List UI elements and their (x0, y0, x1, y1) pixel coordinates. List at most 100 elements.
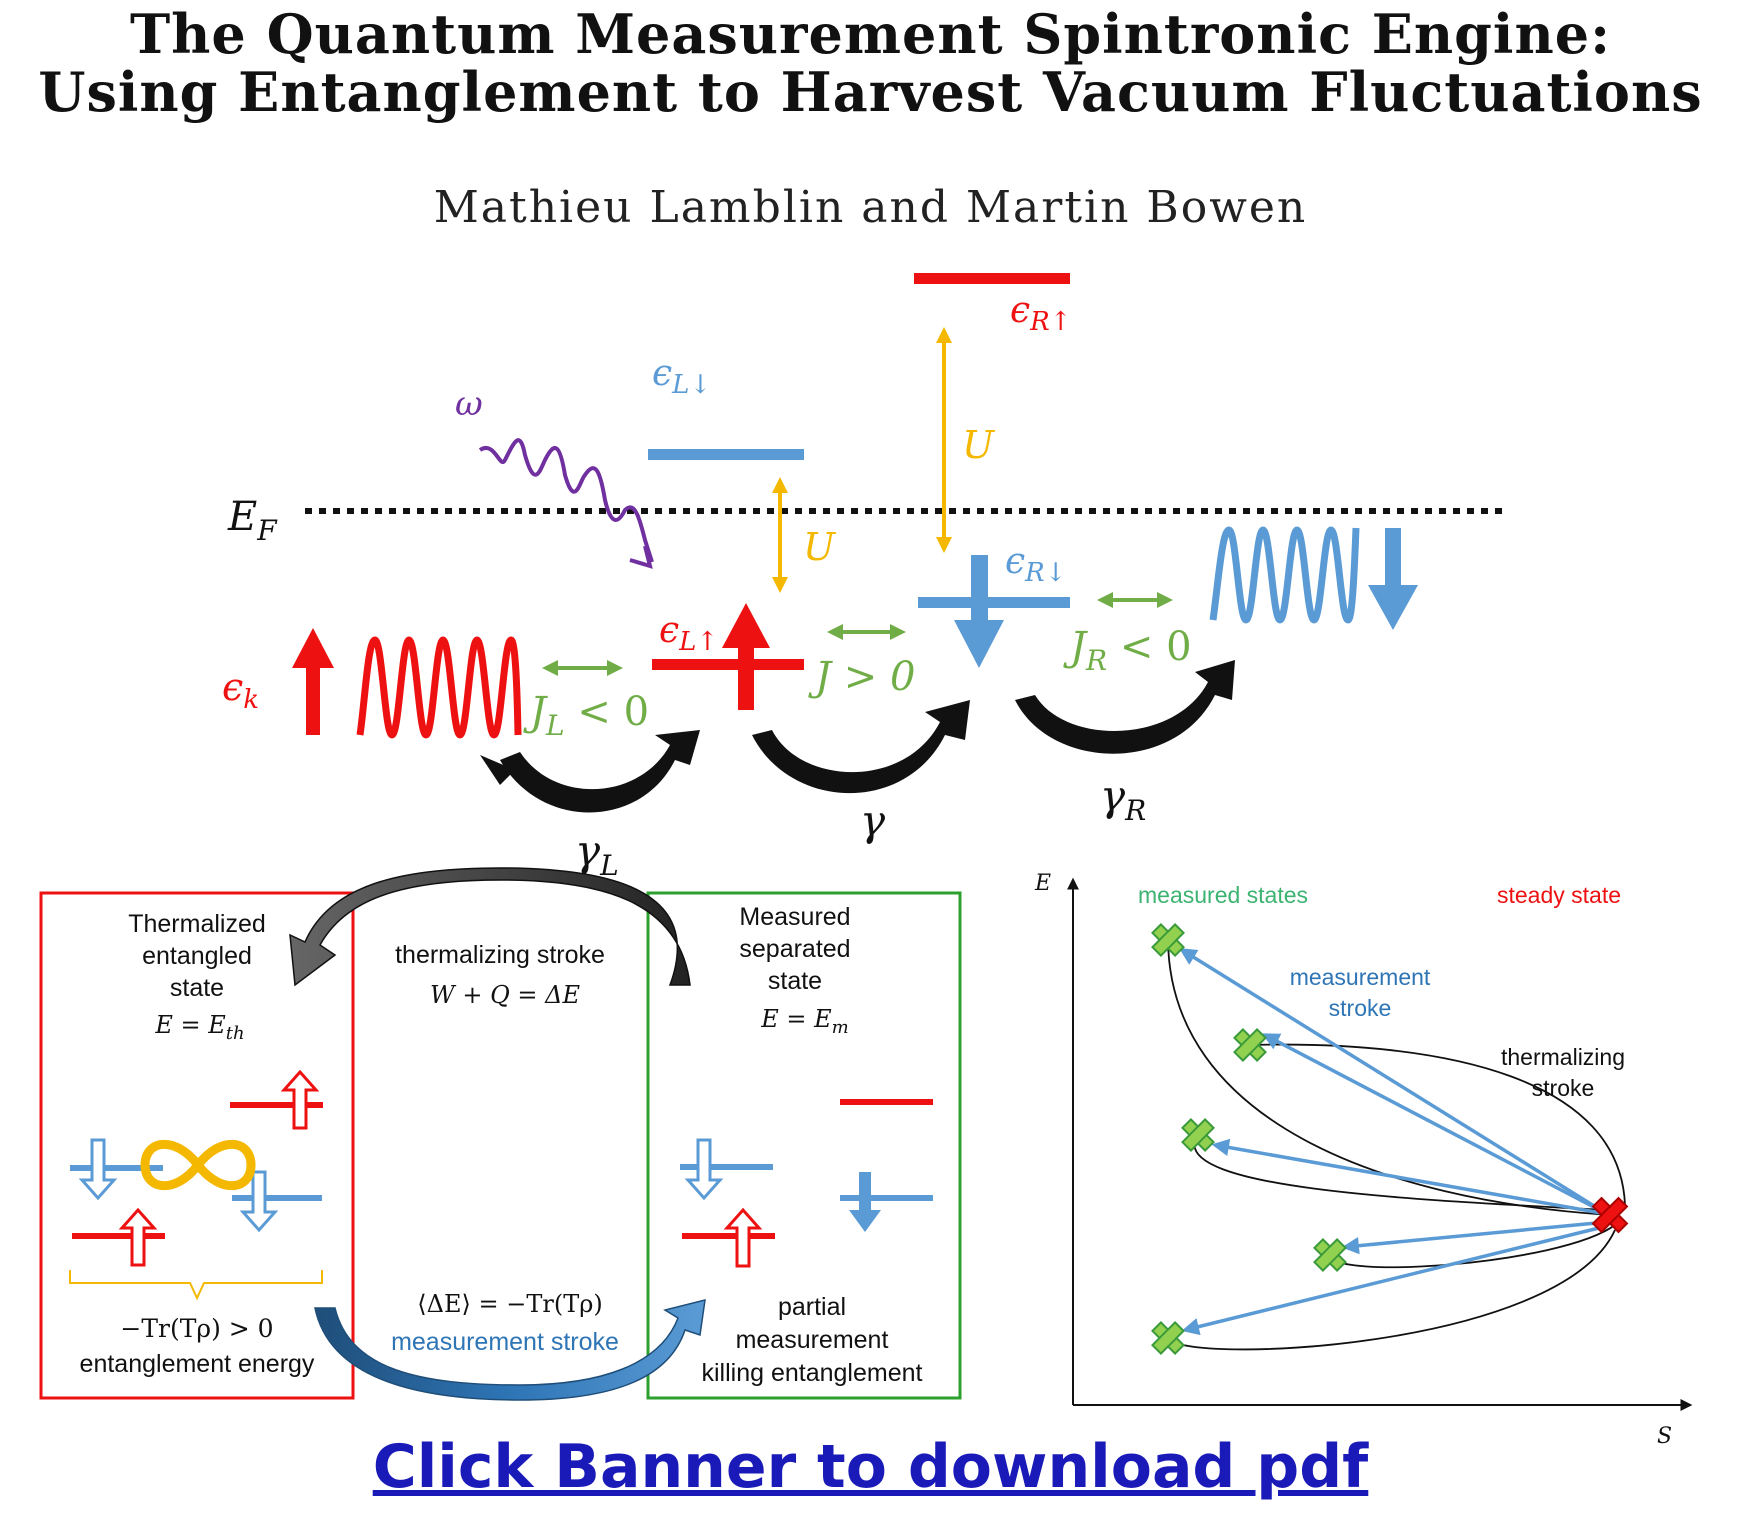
left-box-line2: entangled (142, 942, 252, 970)
eps-R-up-level (914, 273, 1070, 284)
measurement-stroke-plot-label-1: measurement (1290, 964, 1431, 990)
legend-measured-states: measured states (1138, 882, 1308, 908)
legend-steady-state: steady state (1497, 882, 1621, 908)
right-red-level-top (840, 1099, 933, 1105)
left-box-line3: state (170, 974, 224, 1002)
J-R-label: JR < 0 (1063, 624, 1192, 677)
measured-state-marker-2 (1233, 1028, 1267, 1062)
right-red-level-bottom (682, 1233, 775, 1239)
measured-state-marker-5 (1151, 1321, 1185, 1355)
J-L-label: JL < 0 (523, 689, 649, 742)
left-box-energy: E = Eth (154, 1011, 244, 1044)
thermalizing-curve-3 (1193, 1139, 1606, 1211)
entanglement-brace (69, 1270, 323, 1301)
blue-spin-down-arrow (1368, 528, 1418, 630)
thermalizing-stroke-arrow (289, 867, 691, 987)
download-pdf-link[interactable]: Click Banner to download pdf (372, 1432, 1369, 1502)
eps-L-up-level (652, 659, 804, 670)
steady-state-marker (1591, 1196, 1629, 1234)
measurement-arrow-3 (1211, 1138, 1608, 1216)
U-left-label: U (803, 525, 837, 569)
gamma-L-tail (480, 755, 515, 785)
gamma-label: γ (860, 796, 886, 845)
right-box-line1: Measured (739, 903, 850, 931)
right-blue-level-2 (840, 1195, 933, 1201)
paper-authors: Mathieu Lamblin and Martin Bowen (433, 182, 1308, 233)
thermalizing-curve-5 (1167, 1229, 1616, 1351)
right-box-energy: E = Em (760, 1005, 848, 1038)
download-banner: Click Banner to download pdf (0, 1432, 1741, 1502)
gamma-L-label: γL (575, 826, 619, 882)
left-red-level-bottom (72, 1233, 165, 1239)
right-box-bottom3: killing entanglement (702, 1359, 923, 1387)
thermalizing-curve-2 (1249, 1043, 1626, 1206)
gamma-R-curved-arrow (1015, 660, 1235, 754)
photon-wave (478, 438, 654, 563)
paper-title-line2: Using Entanglement to Harvest Vacuum Flu… (38, 60, 1703, 124)
x-axis-label: S (1657, 1424, 1672, 1449)
fermi-label: EF (227, 494, 278, 547)
left-red-level-top (230, 1102, 323, 1108)
left-box-bottom-label: entanglement energy (80, 1350, 315, 1378)
measurement-arrow-5 (1181, 1224, 1608, 1336)
measurement-arrow-1 (1179, 948, 1608, 1216)
right-blue-level (680, 1164, 773, 1170)
eps-R-up-label: ϵR↑ (1010, 290, 1072, 337)
eps-R-down-label: ϵR↓ (1005, 541, 1067, 588)
left-box-formula: −Tr(Tρ) > 0 (120, 1314, 273, 1343)
measurement-stroke-label: measurement stroke (391, 1328, 619, 1356)
left-blue-open-down-arrow (78, 1138, 118, 1201)
gamma-L-curved-arrow (500, 730, 700, 813)
omega-label: ω (455, 384, 483, 424)
measurement-arrows (1179, 948, 1608, 1336)
right-blue-filled-down-arrow (849, 1172, 881, 1232)
blue-bath-wave (1209, 526, 1360, 624)
measurement-stroke-arrow (314, 1299, 706, 1401)
measurement-arrow-4 (1341, 1220, 1608, 1255)
photon-arrowhead (629, 545, 653, 569)
right-box-line3: state (768, 967, 822, 995)
left-blue-level-2 (232, 1195, 322, 1201)
eps-L-up-label: ϵL↑ (659, 610, 718, 657)
U-right-label: U (962, 423, 996, 467)
eps-L-up-arrow (722, 603, 770, 710)
right-blue-open-down-arrow (684, 1138, 724, 1201)
measurement-stroke-formula: ⟨ΔE⟩ = −Tr(Tρ) (417, 1290, 602, 1318)
y-axis-label: E (1034, 871, 1051, 896)
thermalizing-stroke-plot-label-1: thermalizing (1501, 1044, 1625, 1070)
right-box-bottom1: partial (778, 1293, 846, 1321)
paper-title-line1: The Quantum Measurement Spintronic Engin… (129, 2, 1611, 66)
thermalizing-stroke-plot-label-2: stroke (1532, 1075, 1595, 1101)
red-bath-wave (356, 636, 522, 739)
thermalizing-curves (1167, 939, 1626, 1351)
measured-state-marker-1 (1151, 923, 1185, 957)
measured-state-marker-3 (1181, 1118, 1215, 1152)
left-red-open-up-arrow-2 (118, 1207, 158, 1267)
measurement-arrow-2 (1261, 1033, 1608, 1216)
eps-k-label: ϵk (222, 665, 259, 715)
measurement-stroke-plot-label-2: stroke (1329, 995, 1392, 1021)
right-box-line2: separated (739, 935, 850, 963)
measured-state-markers (1151, 923, 1347, 1355)
gamma-curved-arrow (752, 700, 970, 794)
thermalizing-stroke-label: thermalizing stroke (395, 941, 605, 969)
left-blue-open-down-arrow-2 (239, 1170, 279, 1233)
eps-L-down-label: ϵL↓ (652, 353, 711, 400)
entanglement-infinity-icon (140, 1139, 256, 1191)
red-spin-up-arrow (292, 628, 334, 735)
eps-L-down-level (648, 449, 804, 460)
left-red-open-up-arrow (280, 1069, 320, 1130)
J-mid-label: J > 0 (808, 654, 915, 700)
measured-state-box (646, 891, 962, 1400)
eps-R-down-arrow (954, 555, 1004, 668)
right-red-open-up-arrow (723, 1207, 763, 1268)
thermalized-state-box (39, 891, 355, 1400)
left-blue-level (70, 1165, 163, 1171)
right-box-bottom2: measurement (736, 1326, 889, 1354)
gamma-R-label: γR (1100, 771, 1146, 827)
level-diagram: EF ω ϵk ϵL↓ U ϵL↑ ϵR↑ U ϵR↓ J (222, 273, 1505, 882)
eps-R-down-level (918, 597, 1070, 608)
energy-entropy-plot: E S measured states steady state measure… (1034, 871, 1693, 1449)
cycle-diagram: Thermalized entangled state E = Eth −Tr(… (39, 867, 962, 1401)
